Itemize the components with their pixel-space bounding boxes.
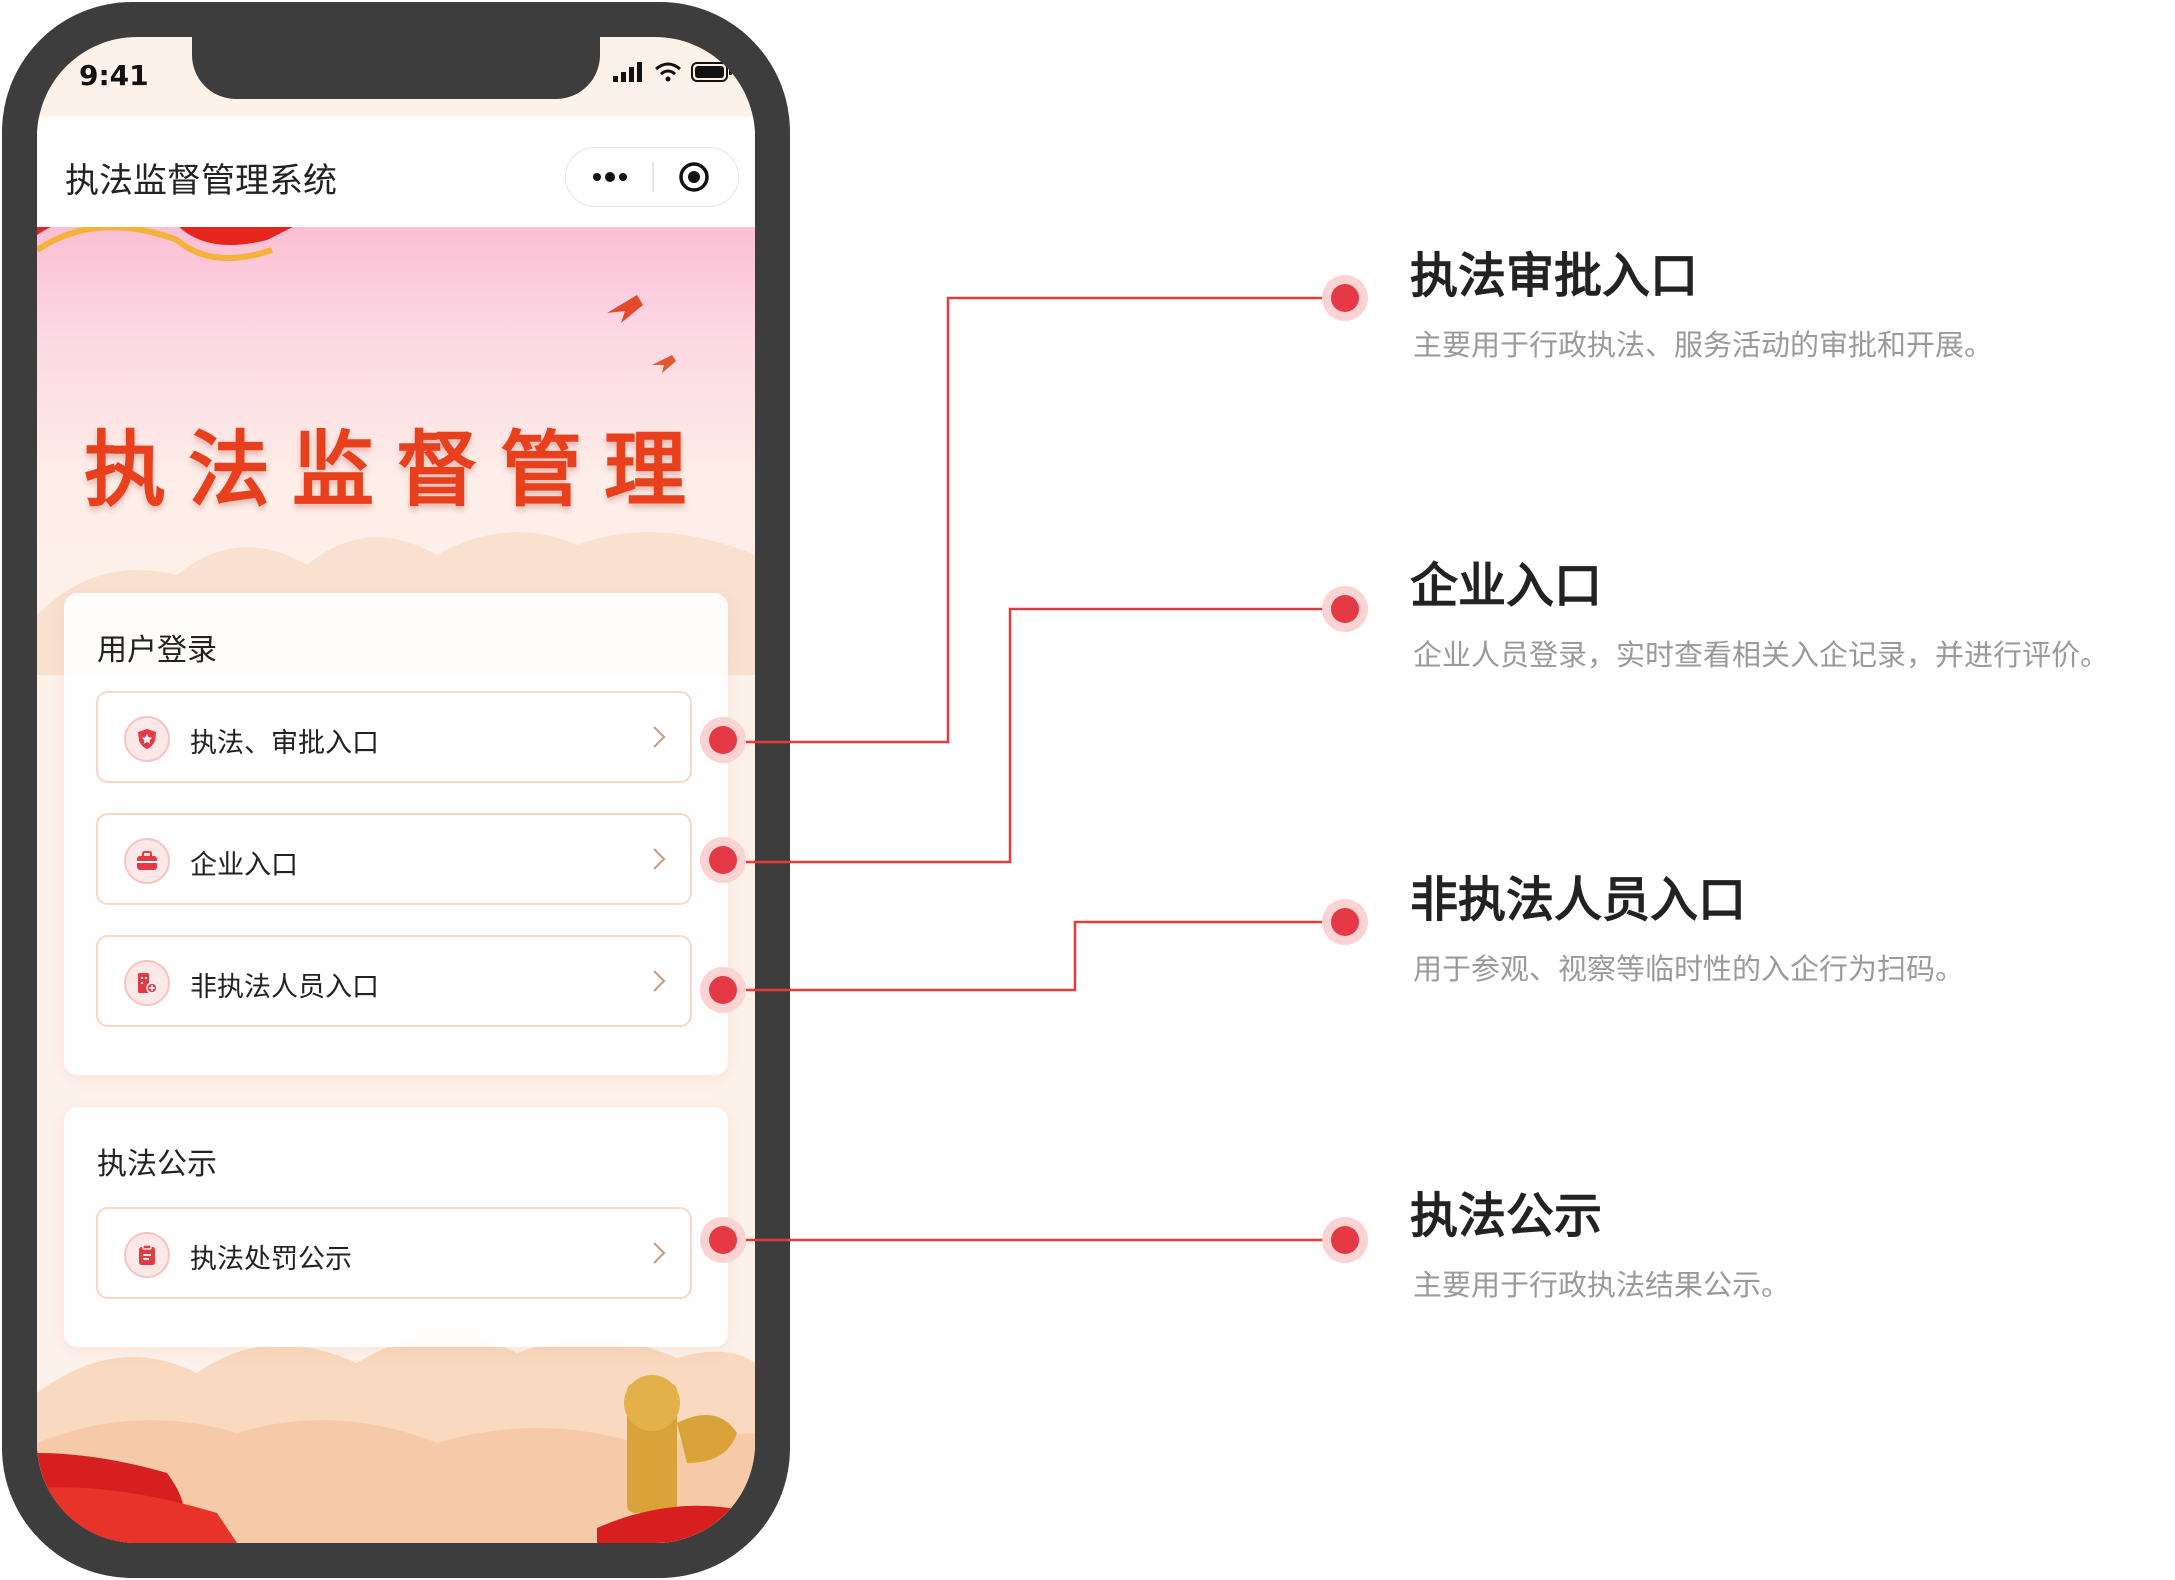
navbar: 执法监督管理系统 — [37, 117, 755, 227]
entry-label: 执法、审批入口 — [190, 728, 379, 759]
callout-desc-1: 主要用于行政执法、服务活动的审批和开展。 — [1413, 328, 1994, 362]
public-card-title: 执法公示 — [97, 1147, 217, 1182]
marker-dot — [709, 976, 737, 1004]
callout-desc-4: 主要用于行政执法结果公示。 — [1413, 1268, 1791, 1302]
mini-program-capsule — [565, 147, 739, 207]
entry-law-approval[interactable]: 执法、审批入口 — [96, 691, 692, 783]
chevron-right-icon — [653, 726, 666, 748]
phone-notch — [192, 37, 600, 99]
hero-title: 执法监督管理 — [83, 423, 708, 518]
marker-dot — [1331, 1226, 1359, 1254]
bottom-decoration — [37, 1313, 755, 1543]
building-add-icon — [124, 960, 170, 1006]
entry-enterprise[interactable]: 企业入口 — [96, 813, 692, 905]
status-time: 9:41 — [79, 59, 149, 92]
marker-dot — [1331, 908, 1359, 936]
marker-dot — [709, 726, 737, 754]
marker-dot — [1331, 284, 1359, 312]
marker-dot — [709, 1226, 737, 1254]
wifi-icon — [654, 62, 681, 82]
login-card: 用户登录 执法、审批入口 企业入口 非执法人员入口 — [64, 593, 728, 1075]
callout-title-4: 执法公示 — [1410, 1188, 1603, 1244]
callout-title-1: 执法审批入口 — [1410, 248, 1699, 304]
chevron-right-icon — [653, 1242, 666, 1264]
entry-penalty-notice[interactable]: 执法处罚公示 — [96, 1207, 692, 1299]
status-icons — [609, 61, 733, 83]
chevron-right-icon — [653, 970, 666, 992]
entry-label: 企业入口 — [190, 850, 298, 881]
connector-line-2 — [745, 607, 1345, 864]
battery-icon — [691, 62, 732, 82]
clipboard-icon — [124, 1232, 170, 1278]
callout-title-3: 非执法人员入口 — [1410, 872, 1747, 928]
entry-label: 非执法人员入口 — [190, 972, 379, 1003]
chevron-right-icon — [653, 848, 666, 870]
nav-title: 执法监督管理系统 — [65, 161, 337, 201]
marker-dot — [1331, 595, 1359, 623]
entry-non-law-personnel[interactable]: 非执法人员入口 — [96, 935, 692, 1027]
public-notice-card: 执法公示 执法处罚公示 — [64, 1107, 728, 1347]
close-target-icon[interactable] — [678, 161, 710, 193]
connector-dots — [700, 275, 1368, 1263]
callout-desc-2: 企业人员登录，实时查看相关入企记录，并进行评价。 — [1413, 638, 2110, 672]
login-card-title: 用户登录 — [97, 633, 217, 668]
connector-line-1 — [745, 296, 1345, 744]
connector-line-3 — [745, 920, 1345, 992]
callout-desc-3: 用于参观、视察等临时性的入企行为扫码。 — [1413, 952, 1965, 986]
capsule-divider — [652, 162, 654, 192]
police-badge-icon — [124, 716, 170, 762]
briefcase-icon — [124, 838, 170, 884]
signal-icon — [612, 62, 642, 82]
more-icon[interactable] — [592, 168, 628, 186]
entry-label: 执法处罚公示 — [190, 1244, 352, 1275]
callout-title-2: 企业入口 — [1410, 558, 1603, 614]
phone-screen: 9:41 — [37, 37, 755, 1543]
marker-dot — [709, 846, 737, 874]
phone-frame: 9:41 — [2, 2, 790, 1578]
